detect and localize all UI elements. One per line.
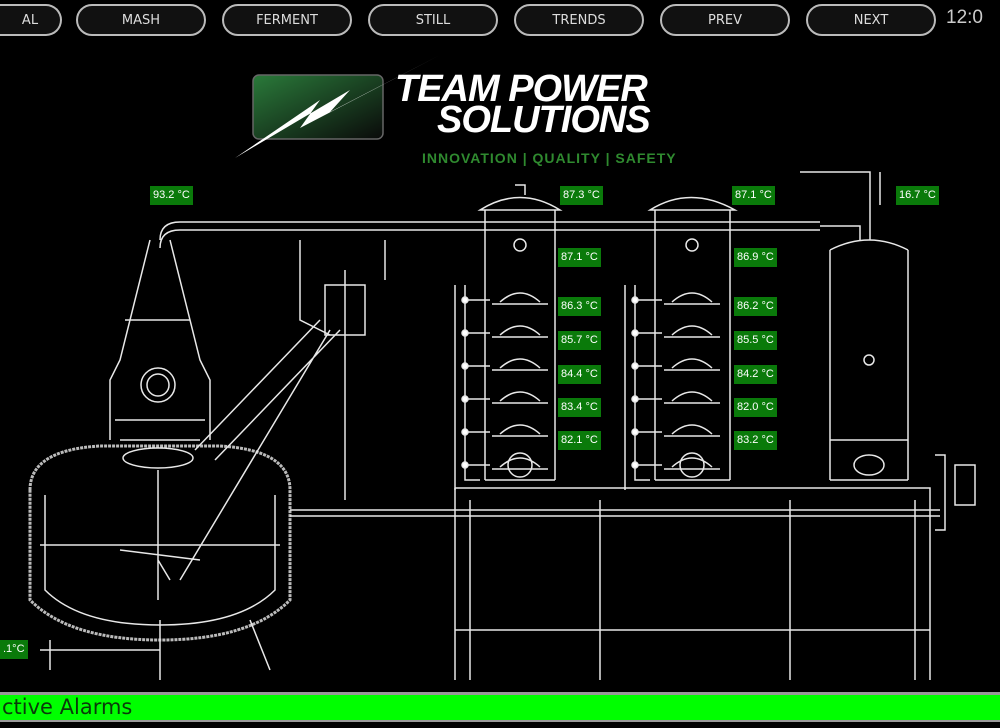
temp-col1-0: 87.3 °C: [560, 186, 603, 205]
valve-dot: [631, 428, 639, 436]
valve-dot: [631, 461, 639, 469]
temp-condenser: 16.7 °C: [896, 186, 939, 205]
valve-dot: [631, 329, 639, 337]
bubble-cap-plate: [635, 358, 720, 371]
valve-dot: [461, 362, 469, 370]
nav-button-trends[interactable]: TRENDS: [514, 4, 644, 36]
pot-still-body: [28, 444, 292, 680]
column-2: [624, 196, 738, 490]
temp-col1-2: 86.3 °C: [558, 297, 601, 316]
temp-col2-6: 83.2 °C: [734, 431, 777, 450]
bubble-cap-plate: [465, 325, 548, 338]
bubble-cap-plate: [635, 424, 720, 437]
logo-tagline: INNOVATION | QUALITY | SAFETY: [422, 150, 677, 166]
temp-col2-3: 85.5 °C: [734, 331, 777, 350]
clock: 12:0: [946, 7, 983, 28]
temp-col1-1: 87.1 °C: [558, 248, 601, 267]
column-plates: [461, 292, 720, 470]
logo-line2: SOLUTIONS: [437, 99, 651, 141]
temp-col1-4: 84.4 °C: [558, 365, 601, 384]
logo-box: [252, 74, 384, 140]
bubble-cap-plate: [465, 292, 548, 305]
bubble-cap-plate: [465, 358, 548, 371]
bubble-cap-plate: [465, 457, 548, 470]
temp-col1-5: 83.4 °C: [558, 398, 601, 417]
valve-dot: [631, 395, 639, 403]
bubble-cap-plate: [635, 391, 720, 404]
return-pipe: [290, 509, 940, 517]
nav-button-manual[interactable]: AL: [0, 4, 62, 36]
valve-dot: [461, 296, 469, 304]
temp-col1-6: 82.1 °C: [558, 431, 601, 450]
valve-dot: [461, 395, 469, 403]
bubble-cap-plate: [635, 325, 720, 338]
nav-button-ferment[interactable]: FERMENT: [222, 4, 352, 36]
temp-pot-head: 93.2 °C: [150, 186, 193, 205]
condenser-pipe: [800, 171, 881, 240]
nav-button-mash[interactable]: MASH: [76, 4, 206, 36]
logo-line1: TEAM POWER: [395, 68, 648, 110]
valve-dot: [461, 461, 469, 469]
nav-button-next[interactable]: NEXT: [806, 4, 936, 36]
agitator-arm: [179, 240, 386, 581]
nav-button-prev[interactable]: PREV: [660, 4, 790, 36]
bubble-cap-plate: [635, 457, 720, 470]
bubble-cap-plate: [465, 391, 548, 404]
column-1: [454, 184, 563, 490]
pot-still-neck: [109, 239, 211, 441]
temp-pot-bottom: .1°C: [0, 640, 28, 659]
condenser: [829, 239, 976, 531]
valve-dot: [461, 329, 469, 337]
temp-col2-2: 86.2 °C: [734, 297, 777, 316]
support-table: [454, 487, 931, 680]
temp-col2-4: 84.2 °C: [734, 365, 777, 384]
active-alarms-bar[interactable]: ctive Alarms: [0, 692, 1000, 722]
valve-dot: [461, 428, 469, 436]
nav-button-still[interactable]: STILL: [368, 4, 498, 36]
bubble-cap-plate: [635, 292, 720, 305]
valve-dot: [631, 362, 639, 370]
temp-col2-5: 82.0 °C: [734, 398, 777, 417]
vapor-pipe: [159, 221, 820, 249]
temp-col1-3: 85.7 °C: [558, 331, 601, 350]
temp-col2-1: 86.9 °C: [734, 248, 777, 267]
temp-col2-0: 87.1 °C: [732, 186, 775, 205]
valve-dot: [631, 296, 639, 304]
bubble-cap-plate: [465, 424, 548, 437]
